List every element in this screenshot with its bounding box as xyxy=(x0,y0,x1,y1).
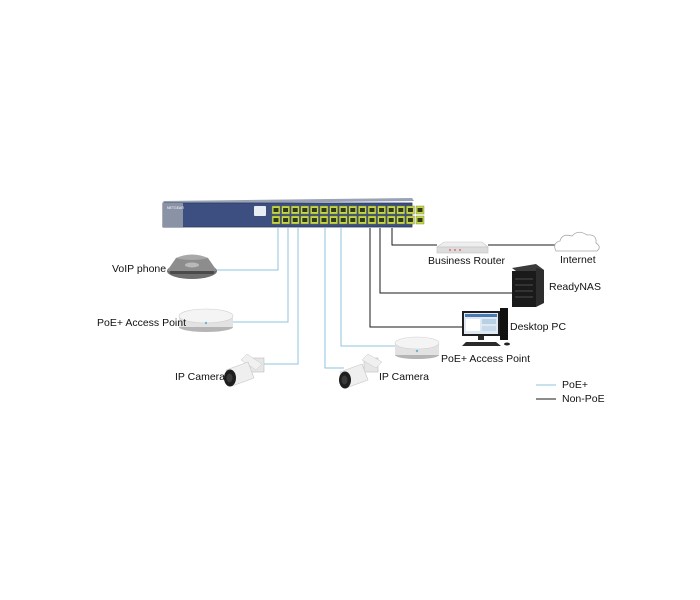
bullet-camera-icon-left xyxy=(224,353,265,387)
ip-camera-label-right: IP Camera xyxy=(379,371,429,383)
switch-brand-text: NETGEAR xyxy=(167,206,184,210)
switch-port-bank xyxy=(271,205,425,225)
switch-port-socket xyxy=(417,208,423,212)
switch-port-socket xyxy=(359,218,365,222)
non-poe-line-router xyxy=(391,228,437,246)
connection-lines xyxy=(216,228,556,400)
conference-phone-icon xyxy=(167,254,217,279)
poe-line-ip-camera-right xyxy=(324,228,344,369)
desktop-pc-icon xyxy=(462,308,510,346)
switch-port-socket xyxy=(417,218,423,222)
switch-port-socket xyxy=(398,208,404,212)
switch-port-socket xyxy=(311,208,317,212)
switch-port-socket xyxy=(379,218,385,222)
switch-port-socket xyxy=(321,208,327,212)
switch-port-socket xyxy=(302,208,308,212)
poe-switch: NETGEAR xyxy=(162,198,425,228)
nas-tower-icon xyxy=(512,264,544,307)
cloud-icon xyxy=(554,231,600,252)
switch-port-socket xyxy=(273,208,279,212)
switch-port-socket xyxy=(340,218,346,222)
desktop-pc-label: Desktop PC xyxy=(510,321,567,333)
switch-logo-icon xyxy=(254,206,266,216)
switch-port-socket xyxy=(331,218,337,222)
internet-label: Internet xyxy=(560,254,596,266)
poe-line-access-point-left xyxy=(232,228,289,323)
switch-port-socket xyxy=(388,218,394,222)
bullet-camera-icon-right xyxy=(339,353,383,389)
router-icon xyxy=(436,241,489,254)
switch-port-socket xyxy=(321,218,327,222)
switch-port-socket xyxy=(283,208,289,212)
non-poe-line-readynas xyxy=(379,228,512,294)
business-router-label: Business Router xyxy=(428,255,506,267)
poe-line-access-point-right xyxy=(340,228,396,347)
switch-port-socket xyxy=(350,218,356,222)
ceiling-access-point-icon-right xyxy=(394,336,440,359)
switch-port-socket xyxy=(292,218,298,222)
switch-port-socket xyxy=(369,218,375,222)
switch-port-socket xyxy=(350,208,356,212)
switch-port-socket xyxy=(311,218,317,222)
poe-line-voip xyxy=(216,228,279,271)
legend-non-poe-label: Non-PoE xyxy=(562,393,605,405)
switch-port-socket xyxy=(283,218,289,222)
switch-port-socket xyxy=(407,218,413,222)
non-poe-line-desktop xyxy=(369,228,462,328)
switch-port-socket xyxy=(379,208,385,212)
switch-port-socket xyxy=(302,218,308,222)
switch-port-socket xyxy=(388,208,394,212)
switch-port-socket xyxy=(398,218,404,222)
switch-port-socket xyxy=(359,208,365,212)
legend-poe-label: PoE+ xyxy=(562,379,588,391)
switch-port-socket xyxy=(369,208,375,212)
switch-port-socket xyxy=(407,208,413,212)
switch-port-socket xyxy=(340,208,346,212)
voip-phone-label: VoIP phone xyxy=(112,263,167,275)
switch-port-socket xyxy=(331,208,337,212)
poe-line-ip-camera-left xyxy=(264,228,299,365)
readynas-label: ReadyNAS xyxy=(549,281,601,293)
poe-access-point-label-left: PoE+ Access Point xyxy=(97,317,187,329)
poe-access-point-label-right: PoE+ Access Point xyxy=(441,353,531,365)
switch-port-socket xyxy=(273,218,279,222)
ip-camera-label-left: IP Camera xyxy=(175,371,225,383)
ceiling-access-point-icon-left xyxy=(178,308,234,332)
switch-port-socket xyxy=(292,208,298,212)
